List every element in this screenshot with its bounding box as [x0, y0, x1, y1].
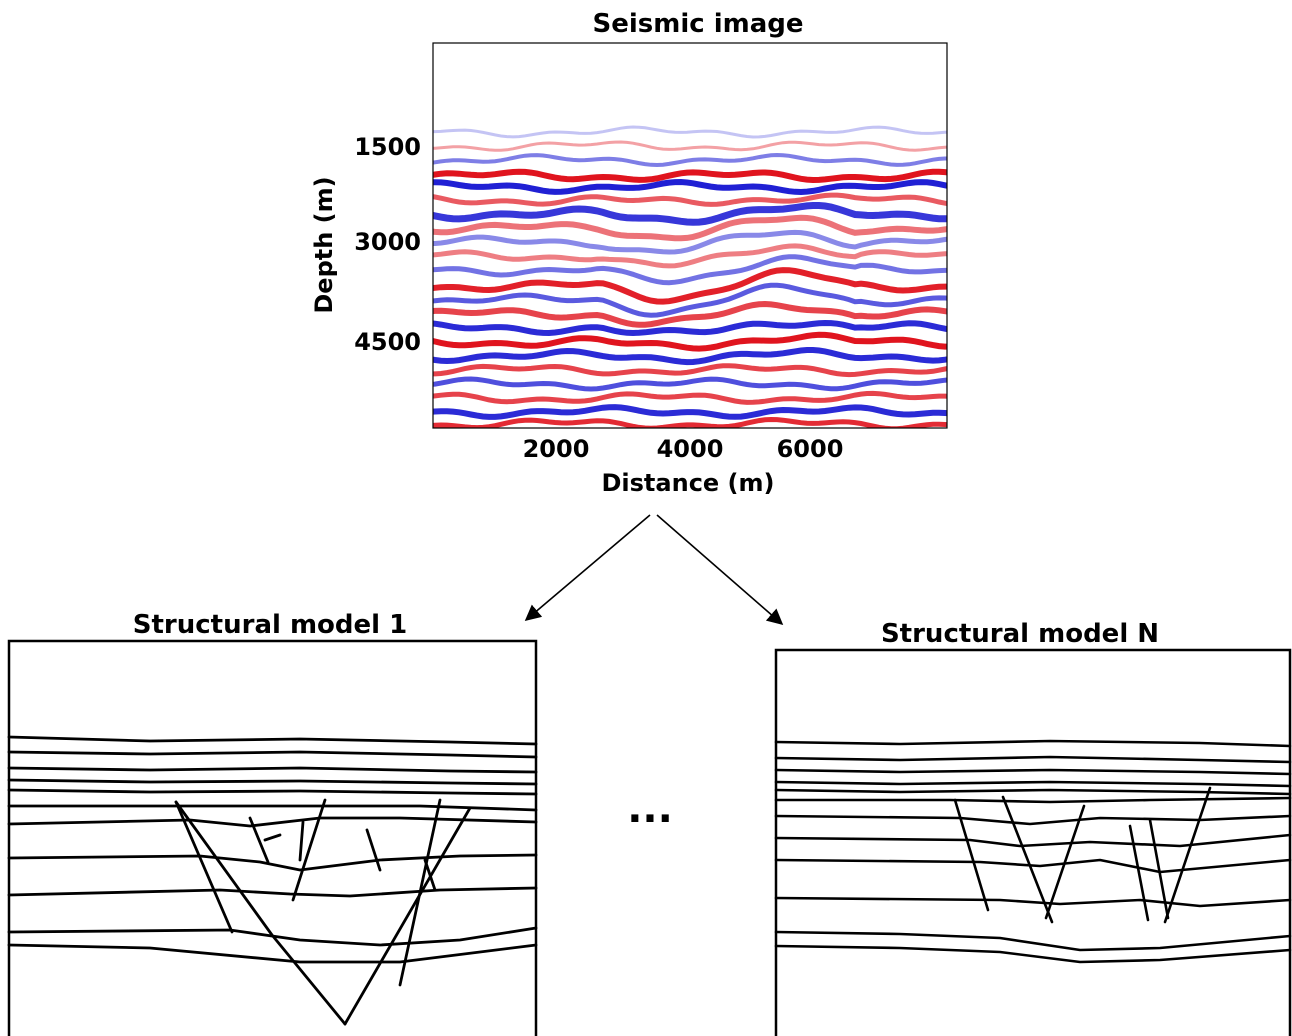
fault-line	[1044, 804, 1086, 920]
ellipsis-more-models: ...	[627, 786, 673, 832]
seismic-reflector	[433, 202, 947, 226]
seismic-reflector	[433, 254, 947, 286]
seismic-reflector	[433, 178, 947, 196]
fault-line	[174, 800, 347, 1026]
horizon-line	[7, 735, 538, 746]
horizon-line	[7, 788, 538, 796]
horizon-line	[7, 816, 538, 828]
seismic-reflector	[433, 282, 947, 318]
fault-line	[174, 800, 234, 934]
fault-line	[298, 820, 305, 862]
horizon-line	[774, 896, 1292, 908]
model-1-title: Structural model 1	[133, 610, 407, 640]
model-1-frame	[7, 639, 538, 1036]
seismic-reflector	[433, 192, 947, 207]
seismic-reflector	[433, 243, 947, 269]
seismic-title: Seismic image	[592, 9, 803, 39]
horizon-line	[7, 943, 538, 964]
x-tick-label: 2000	[523, 435, 590, 463]
seismic-reflectors	[433, 125, 947, 428]
horizon-line	[774, 780, 1292, 788]
horizon-line	[774, 768, 1292, 776]
horizon-line	[7, 804, 538, 812]
seismic-panel: Seismic image 1500 3000 4500 Depth (m) 2…	[310, 9, 948, 497]
fault-line	[953, 798, 990, 912]
y-tick-label: 3000	[354, 228, 421, 256]
seismic-reflector	[433, 168, 947, 184]
y-tick-label: 1500	[354, 133, 421, 161]
model-n-horizons-and-faults	[774, 739, 1292, 964]
seismic-reflector	[433, 376, 947, 392]
structural-model-1: Structural model 1	[7, 610, 538, 1036]
horizon-line	[774, 788, 1292, 796]
seismic-reflector	[433, 300, 947, 328]
seismic-reflector	[433, 152, 947, 168]
seismic-reflector	[433, 363, 947, 378]
x-axis-label: Distance (m)	[602, 469, 775, 497]
horizon-line	[774, 796, 1292, 804]
horizon-line	[774, 833, 1292, 848]
x-tick-label: 4000	[657, 435, 724, 463]
structural-model-n: Structural model N	[774, 619, 1292, 1036]
seismic-reflector	[433, 347, 947, 366]
arrow-to-model-n	[656, 514, 784, 626]
fault-line	[423, 858, 437, 892]
model-n-title: Structural model N	[881, 619, 1159, 649]
seismic-reflector	[433, 214, 947, 242]
horizon-line	[774, 930, 1292, 952]
seismic-frame	[432, 42, 948, 429]
fault-line	[263, 833, 282, 842]
horizon-line	[774, 739, 1292, 748]
seismic-reflector	[433, 125, 947, 139]
horizon-line	[774, 944, 1292, 964]
horizon-line	[7, 778, 538, 786]
horizon-line	[7, 926, 538, 947]
seismic-reflector	[433, 390, 947, 405]
seismic-reflector	[433, 404, 947, 420]
fault-line	[1163, 786, 1212, 924]
fault-line	[1001, 795, 1054, 924]
horizon-line	[7, 766, 538, 774]
fault-line	[291, 798, 327, 902]
horizon-line	[7, 750, 538, 759]
seismic-reflector	[433, 319, 947, 337]
y-axis-label: Depth (m)	[310, 176, 338, 313]
seismic-reflector	[433, 140, 947, 152]
fault-line	[343, 806, 472, 1026]
fault-line	[398, 798, 442, 987]
seismic-reflector	[433, 267, 947, 305]
fault-line	[248, 816, 270, 864]
horizon-line	[774, 755, 1292, 764]
fault-line	[1148, 818, 1170, 920]
fault-line	[365, 828, 382, 872]
fault-line	[1128, 824, 1150, 922]
seismic-reflector	[433, 331, 947, 352]
model-1-horizons-and-faults	[7, 735, 538, 1026]
y-tick-label: 4500	[354, 328, 421, 356]
seismic-reflector	[433, 229, 947, 255]
seismic-reflector	[433, 416, 947, 428]
arrow-to-model-1	[524, 514, 651, 622]
horizon-line	[7, 886, 538, 898]
x-tick-label: 6000	[777, 435, 844, 463]
horizon-line	[774, 814, 1292, 826]
